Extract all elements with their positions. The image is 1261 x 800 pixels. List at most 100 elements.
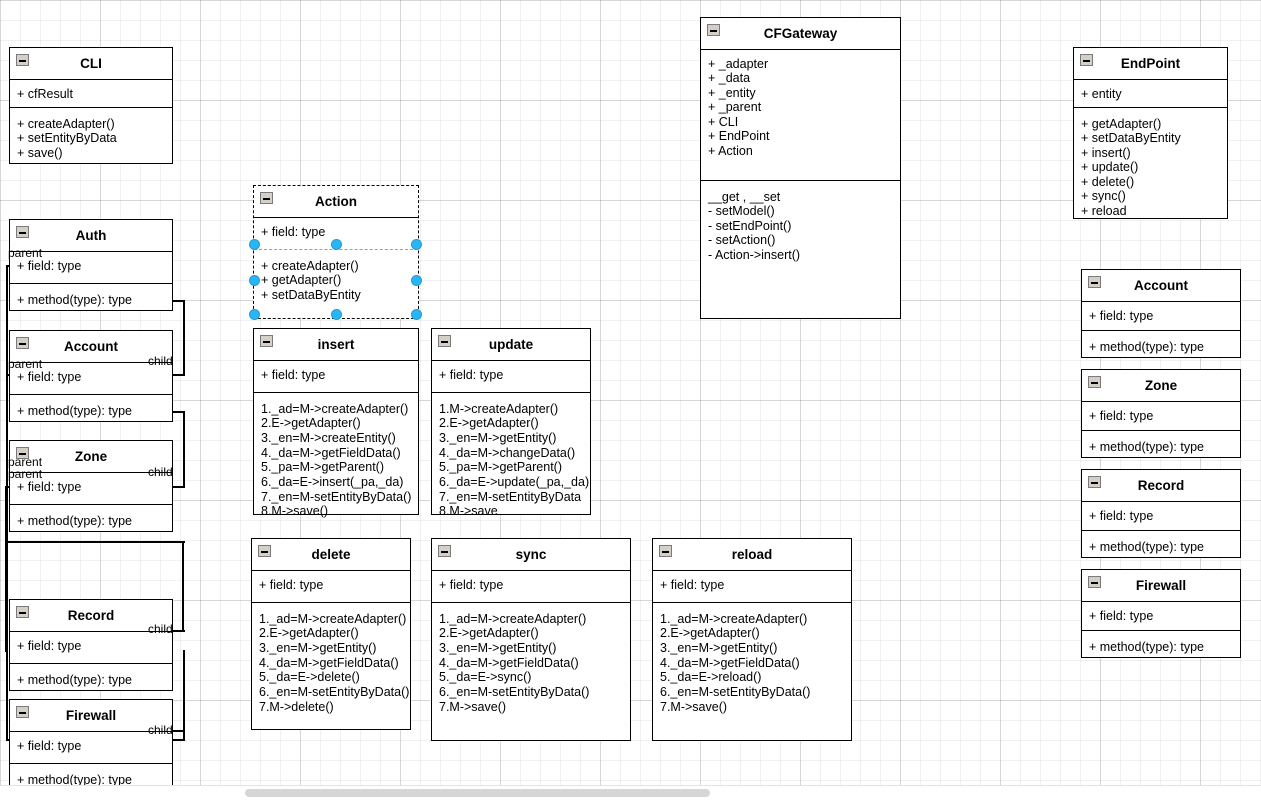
class-box-sync[interactable]: sync + field: type 1._ad=M->createAdapte… [431, 538, 631, 741]
class-box-zone-left[interactable]: Zone + field: type + method(type): type [9, 440, 173, 532]
class-header-record-left: Record [10, 600, 172, 632]
class-box-update[interactable]: update + field: type 1.M->createAdapter(… [431, 328, 591, 518]
class-title-cli: CLI [80, 56, 102, 71]
attribute-row: + field: type [1089, 508, 1154, 523]
class-header-cli: CLI [10, 48, 172, 80]
class-box-firewall-left[interactable]: Firewall + field: type + method(type): t… [9, 699, 173, 791]
class-box-account-left[interactable]: Account + field: type + method(type): ty… [9, 330, 173, 422]
attribute-row: + CLI [708, 114, 739, 129]
class-attributes-zone-left: + field: type [10, 473, 172, 505]
collapse-minus-icon[interactable] [258, 545, 271, 557]
scrollbar-thumb[interactable] [245, 789, 710, 797]
operation-row: - setModel() [708, 204, 775, 219]
class-header-insert: insert [254, 329, 418, 361]
class-title-account-right: Account [1134, 278, 1188, 293]
operation-row: 4._da=M->getFieldData() [259, 655, 399, 670]
resize-handle-top-left[interactable] [249, 239, 260, 250]
attribute-row: + _parent [708, 100, 762, 115]
resize-handle-middle-left[interactable] [249, 275, 260, 286]
class-box-action[interactable]: Action + field: type + createAdapter() +… [253, 185, 419, 319]
operation-row: 6._da=E->insert(_pa,_da) [261, 475, 404, 490]
operation-row: + save() [17, 145, 63, 160]
operation-row: 6._en=M-setEntityByData() [660, 685, 811, 700]
collapse-minus-icon[interactable] [16, 447, 29, 459]
assoc-zone-firewall-vertical-right [183, 650, 185, 740]
class-title-action: Action [315, 194, 357, 209]
class-box-endpoint[interactable]: EndPoint + entity + getAdapter() + setDa… [1073, 47, 1228, 219]
collapse-minus-icon[interactable] [16, 226, 29, 238]
operation-row: 7.M->save() [439, 699, 507, 714]
resize-handle-bottom-left[interactable] [249, 309, 260, 320]
class-title-account-left: Account [64, 339, 118, 354]
collapse-minus-icon[interactable] [16, 54, 29, 66]
resize-handle-bottom-right[interactable] [411, 309, 422, 320]
resize-handle-bottom-center[interactable] [331, 309, 342, 320]
resize-handle-middle-right[interactable] [411, 275, 422, 286]
class-box-cfgateway[interactable]: CFGateway + _adapter + _data + _entity +… [700, 17, 901, 319]
class-box-reload[interactable]: reload + field: type 1._ad=M->createAdap… [652, 538, 852, 741]
operation-row: 2.E->getAdapter() [259, 626, 359, 641]
collapse-minus-icon[interactable] [707, 24, 720, 36]
class-attributes-firewall-right: + field: type [1082, 602, 1240, 631]
operation-row: 8.M->save() [261, 504, 329, 519]
operation-row: + getAdapter() [261, 273, 342, 288]
edge-label-zone-child: child [148, 465, 173, 479]
assoc-zone-firewall-vertical-left [6, 470, 8, 740]
class-header-cfgateway: CFGateway [701, 18, 900, 50]
class-title-update: update [488, 337, 534, 352]
class-title-zone-right: Zone [1144, 378, 1178, 393]
class-operations-zone-right: + method(type): type [1082, 431, 1240, 463]
operation-row: + method(type): type [1089, 439, 1204, 454]
class-header-firewall-right: Firewall [1082, 570, 1240, 602]
class-box-delete[interactable]: delete + field: type 1._ad=M->createAdap… [251, 538, 411, 730]
collapse-minus-icon[interactable] [16, 706, 29, 718]
attribute-row: + EndPoint [708, 129, 770, 144]
operation-row: 4._da=M->getFieldData() [439, 655, 579, 670]
collapse-minus-icon[interactable] [1088, 376, 1101, 388]
attribute-row: + field: type [17, 638, 82, 653]
operation-row: 3._en=M->createEntity() [261, 430, 396, 445]
collapse-minus-icon[interactable] [260, 335, 273, 347]
class-box-insert[interactable]: insert + field: type 1._ad=M->createAdap… [253, 328, 419, 518]
collapse-minus-icon[interactable] [1080, 54, 1093, 66]
class-title-record-left: Record [67, 608, 115, 623]
class-title-endpoint: EndPoint [1120, 56, 1181, 71]
horizontal-scrollbar[interactable] [0, 785, 1261, 800]
class-box-record-right[interactable]: Record + field: type + method(type): typ… [1081, 469, 1241, 558]
assoc-auth-account-vertical-left [6, 265, 8, 375]
attribute-row: + field: type [17, 479, 82, 494]
class-title-reload: reload [731, 547, 773, 562]
collapse-minus-icon[interactable] [16, 606, 29, 618]
collapse-minus-icon[interactable] [1088, 476, 1101, 488]
collapse-minus-icon[interactable] [1088, 576, 1101, 588]
class-box-record-left[interactable]: Record + field: type + method(type): typ… [9, 599, 173, 691]
class-operations-endpoint: + getAdapter() + setDataByEntity + inser… [1074, 108, 1227, 227]
class-operations-cfgateway: __get , __set - setModel() - setEndPoint… [701, 181, 900, 271]
operation-row: + method(type): type [17, 672, 132, 687]
operation-row: 7._en=M-setEntityByData() [261, 489, 412, 504]
class-attributes-insert: + field: type [254, 361, 418, 393]
collapse-minus-icon[interactable] [438, 335, 451, 347]
resize-handle-top-center[interactable] [331, 239, 342, 250]
class-attributes-record-left: + field: type [10, 632, 172, 664]
class-title-firewall-right: Firewall [1135, 578, 1187, 593]
operation-row: 3._en=M->getEntity() [439, 430, 557, 445]
collapse-minus-icon[interactable] [659, 545, 672, 557]
class-box-firewall-right[interactable]: Firewall + field: type + method(type): t… [1081, 569, 1241, 658]
collapse-minus-icon[interactable] [1088, 276, 1101, 288]
operation-row: + sync() [1081, 189, 1126, 204]
attribute-row: + cfResult [17, 86, 73, 101]
resize-handle-top-right[interactable] [411, 239, 422, 250]
class-box-zone-right[interactable]: Zone + field: type + method(type): type [1081, 369, 1241, 458]
operation-row: 6._en=M-setEntityByData() [259, 685, 410, 700]
class-box-account-right[interactable]: Account + field: type + method(type): ty… [1081, 269, 1241, 358]
class-attributes-auth: + field: type [10, 252, 172, 284]
operation-row: 3._en=M->getEntity() [259, 640, 377, 655]
class-box-cli[interactable]: CLI + cfResult + createAdapter() + setEn… [9, 47, 173, 164]
class-box-auth-left[interactable]: Auth + field: type + method(type): type [9, 219, 173, 311]
collapse-minus-icon[interactable] [260, 192, 273, 204]
collapse-minus-icon[interactable] [16, 337, 29, 349]
assoc-account-zone-vertical-left [6, 375, 8, 487]
collapse-minus-icon[interactable] [438, 545, 451, 557]
